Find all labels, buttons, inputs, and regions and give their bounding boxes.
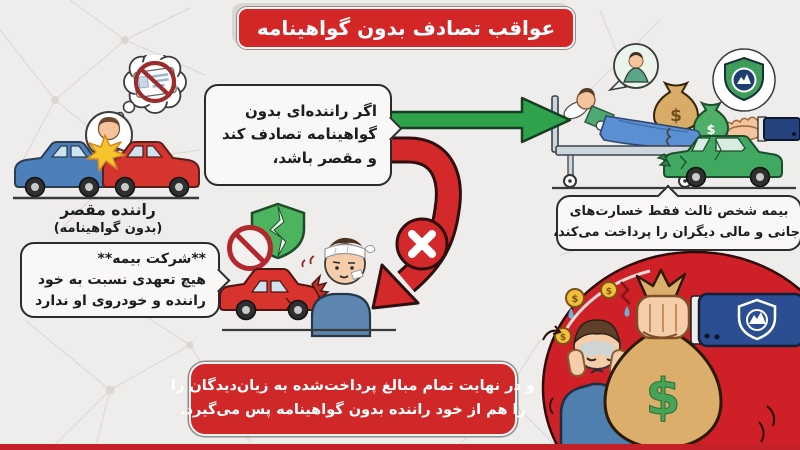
svg-text:$: $	[670, 106, 682, 126]
money-bag-icon: $ $	[652, 80, 730, 142]
svg-text:$: $	[646, 368, 681, 426]
money-recovery-illustration: $ $ $ $	[541, 250, 800, 450]
condition-box: اگر راننده‌ای بدون گواهینامه تصادف کند و…	[204, 84, 403, 186]
insurer-line-1: **شرکت بیمه**	[97, 250, 206, 267]
no-license-caption: (بدون گواهینامه)	[53, 221, 163, 236]
third-party-line-1: بیمه شخص ثالث فقط خسارت‌های	[569, 204, 789, 220]
svg-text:$: $	[572, 294, 579, 305]
condition-line-1: اگر راننده‌ای بدون	[244, 102, 377, 121]
right-compensation-scene: $ $	[551, 43, 800, 190]
blue-car	[14, 141, 112, 198]
at-fault-driver-caption: راننده مقصر	[60, 201, 156, 219]
red-car	[101, 141, 200, 198]
injured-driver-scene	[219, 202, 396, 338]
crashed-green-car	[656, 127, 783, 188]
third-party-box: بیمه شخص ثالث فقط خسارت‌های جانی و مالی …	[553, 184, 800, 251]
insurer-hand	[635, 292, 800, 348]
no-license-icon	[133, 60, 177, 104]
stress-bolt-icon	[620, 281, 631, 305]
x-icon	[395, 217, 449, 271]
third-party-line-2: جانی و مالی دیگران را پرداخت می‌کند،	[553, 225, 800, 240]
left-crash-scene	[13, 55, 200, 200]
page-title: عواقب تصادف بدون گواهینامه	[237, 7, 575, 49]
injured-driver	[310, 237, 376, 338]
recovery-box: و در نهایت تمام مبالغ پرداخت‌شده به زیان…	[171, 362, 535, 436]
insurer-line-2: هیچ تعهدی نسبت به خود	[37, 271, 206, 288]
bottom-accent-strip	[0, 444, 800, 450]
recovery-line-2: را هم از خود راننده بدون گواهینامه پس می…	[180, 402, 526, 418]
svg-text:$: $	[706, 123, 715, 138]
title-text: عواقب تصادف بدون گواهینامه	[256, 16, 556, 40]
insurance-shield-logo	[712, 48, 776, 112]
crash-star-icon	[86, 134, 126, 172]
squiggle-arrow-icon	[542, 325, 562, 341]
condition-line-2: گواهینامه تصادف کند	[221, 125, 377, 144]
insurer-line-3: راننده و خودروی او ندارد	[35, 292, 206, 309]
pain-squiggle-icon	[301, 255, 315, 268]
red-arrow	[360, 136, 462, 310]
nurse-bubble	[607, 43, 659, 92]
condition-line-3: و مقصر باشد،	[272, 148, 377, 167]
svg-text:$: $	[560, 333, 566, 343]
recovery-line-1: و در نهایت تمام مبالغ پرداخت‌شده به زیان…	[171, 378, 535, 395]
crashed-red-car	[219, 268, 330, 321]
thought-bubble	[115, 55, 187, 121]
svg-text:$: $	[606, 287, 612, 297]
hand-icon	[723, 116, 800, 142]
no-entry-icon	[227, 225, 273, 271]
insurer-box: **شرکت بیمه** هیچ تعهدی نسبت به خود رانن…	[20, 242, 231, 318]
sleeve-shield-logo-icon	[737, 298, 777, 341]
money-bag: $	[603, 268, 776, 450]
